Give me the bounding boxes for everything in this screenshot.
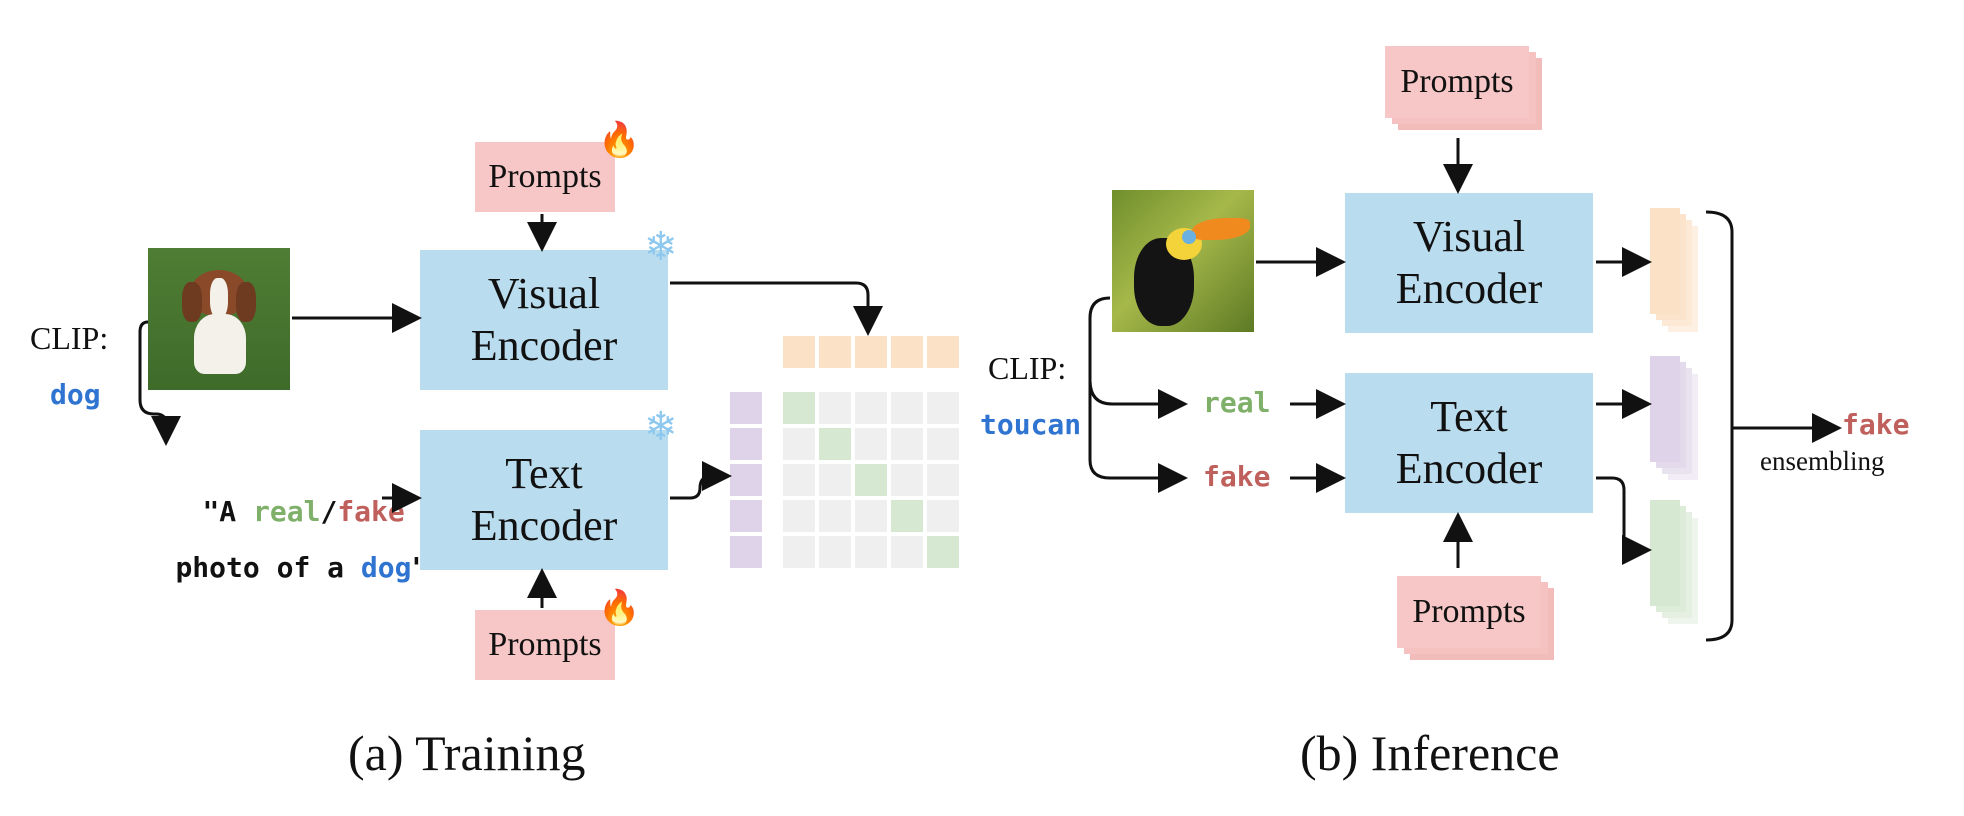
matrix-cell — [819, 464, 851, 496]
matrix-cell-match — [891, 500, 923, 532]
inference-clip-label: CLIP: — [988, 350, 1067, 386]
matrix-cell — [819, 392, 851, 424]
inference-caption: (b) Inference — [1300, 725, 1560, 781]
inference-text-encoder: Text Encoder — [1345, 373, 1593, 513]
ensembling-label: ensembling — [1760, 446, 1885, 476]
matrix-cell — [927, 500, 959, 532]
image-feature-cell — [891, 336, 923, 368]
training-clip-label: CLIP: — [30, 320, 109, 356]
training-prompts-top: Prompts — [475, 142, 615, 212]
matrix-cell — [855, 536, 887, 568]
matrix-cell — [891, 536, 923, 568]
fire-icon: 🔥 — [598, 590, 641, 627]
feature-stack-front — [1650, 500, 1680, 606]
text-feature-cell — [730, 536, 762, 568]
matrix-cell — [891, 428, 923, 460]
connector-clip-branch — [1088, 296, 1188, 493]
connector-clip-branch-real — [1088, 379, 1188, 419]
template-real: real — [253, 495, 321, 528]
matrix-cell — [783, 428, 815, 460]
training-visual-encoder: Visual Encoder — [420, 250, 668, 390]
ensemble-brace — [1705, 210, 1734, 642]
matrix-cell — [891, 464, 923, 496]
matrix-cell-match — [855, 464, 887, 496]
matrix-cell — [855, 500, 887, 532]
template-quote-a: "A — [202, 495, 254, 528]
matrix-cell-match — [819, 428, 851, 460]
matrix-cell — [891, 392, 923, 424]
feature-stack-front — [1650, 208, 1680, 314]
text-feature-cell — [730, 464, 762, 496]
prompt-template-line2: photo of a dog" — [108, 518, 428, 617]
template-slash: / — [320, 495, 338, 528]
inference-real-label: real — [1203, 386, 1271, 419]
arrow-text-to-matrix — [670, 461, 732, 500]
arrow-text-to-feat-fake — [1596, 476, 1652, 565]
inference-fake-label: fake — [1203, 460, 1271, 493]
inference-visual-encoder: Visual Encoder — [1345, 193, 1593, 333]
image-feature-cell — [927, 336, 959, 368]
text-feature-cell — [730, 500, 762, 532]
training-caption: (a) Training — [348, 725, 586, 781]
matrix-cell — [819, 536, 851, 568]
snowflake-icon: ❄ — [644, 404, 678, 449]
image-feature-cell — [783, 336, 815, 368]
matrix-cell — [927, 392, 959, 424]
matrix-cell — [783, 500, 815, 532]
training-text-encoder: Text Encoder — [420, 430, 668, 570]
fire-icon: 🔥 — [598, 122, 641, 159]
image-feature-cell — [855, 336, 887, 368]
inference-clip-class: toucan — [980, 408, 1082, 441]
dog-image — [148, 248, 290, 390]
image-feature-cell — [819, 336, 851, 368]
template-dog: dog — [360, 551, 412, 584]
matrix-cell — [855, 428, 887, 460]
training-clip-class: dog — [50, 378, 101, 411]
training-prompts-bottom: Prompts — [475, 610, 615, 680]
text-feature-cell — [730, 428, 762, 460]
snowflake-icon: ❄ — [644, 224, 678, 269]
matrix-cell-match — [927, 536, 959, 568]
matrix-cell — [819, 500, 851, 532]
arrow-visual-to-matrix — [670, 281, 883, 336]
inference-prompts-top: Prompts — [1385, 46, 1529, 118]
matrix-cell — [783, 464, 815, 496]
matrix-cell — [855, 392, 887, 424]
feature-stack-front — [1650, 356, 1680, 462]
toucan-image — [1112, 190, 1254, 332]
matrix-cell — [783, 536, 815, 568]
matrix-cell — [927, 428, 959, 460]
text-feature-cell — [730, 392, 762, 424]
inference-prompts-bottom: Prompts — [1397, 576, 1541, 648]
inference-output-label: fake — [1842, 408, 1910, 441]
matrix-cell — [927, 464, 959, 496]
connector-clip-to-template — [138, 320, 181, 446]
matrix-cell-match — [783, 392, 815, 424]
template-photo-of-a: photo of a — [175, 551, 361, 584]
